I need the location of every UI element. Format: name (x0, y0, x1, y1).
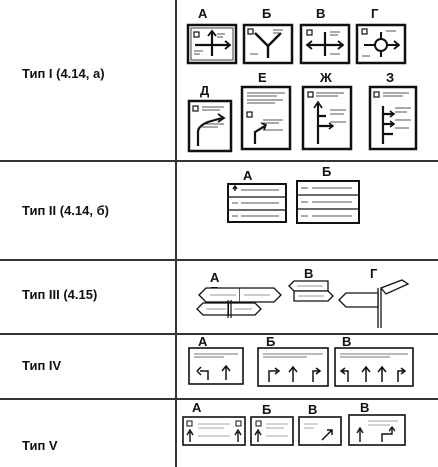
sign-type1-v (299, 23, 351, 65)
type5-letter-a: А (192, 400, 202, 415)
type4-letter-v: В (342, 334, 352, 349)
column-divider (175, 0, 177, 467)
type1-letter-z: З (386, 70, 395, 85)
sign-type5-v2 (348, 414, 406, 446)
type2-letter-a: А (243, 168, 253, 183)
row-divider-2 (0, 259, 438, 261)
row-divider-4 (0, 398, 438, 400)
sign-type1-z (368, 85, 418, 151)
sign-type4-v (334, 347, 414, 387)
type5-letter-v2: В (360, 400, 370, 415)
sign-type1-b (242, 23, 294, 65)
type3-letter-g: Г (370, 266, 378, 281)
sign-type5-b (250, 416, 294, 446)
sign-type3-b (196, 300, 262, 318)
row-label-type4: Тип IV (22, 358, 62, 373)
sign-type4-b (257, 347, 329, 387)
type1-letter-zh: Ж (320, 70, 332, 85)
type3-letter-a: А (210, 270, 220, 285)
sign-type1-g (355, 23, 407, 65)
type1-letter-b: Б (262, 6, 272, 21)
sign-type4-a (188, 347, 244, 385)
type5-letter-b: Б (262, 402, 272, 417)
sign-type1-e (240, 85, 292, 151)
type1-letter-a: А (198, 6, 208, 21)
row-label-type1: Тип I (4.14, а) (22, 66, 105, 81)
type1-letter-d: Д (200, 83, 210, 98)
row-label-type5: Тип V (22, 438, 58, 453)
type3-letter-v: В (304, 266, 314, 281)
sign-type1-zh (301, 85, 353, 151)
sign-type1-d (187, 99, 233, 153)
type5-letter-v1: В (308, 402, 318, 417)
row-divider-1 (0, 160, 438, 162)
sign-type5-a (182, 416, 246, 446)
row-label-type3: Тип III (4.15) (22, 287, 98, 302)
row-divider-3 (0, 333, 438, 335)
type4-letter-a: А (198, 334, 208, 349)
type2-letter-b: Б (322, 164, 332, 179)
sign-type2-b (296, 180, 360, 224)
sign-type5-v1 (298, 416, 342, 446)
type1-letter-v: В (316, 6, 326, 21)
type1-letter-e: Е (258, 70, 267, 85)
sign-type3-v (288, 280, 334, 302)
sign-type1-a (186, 23, 238, 65)
sign-type3-g (338, 279, 410, 328)
type4-letter-b: Б (266, 334, 276, 349)
sign-type2-a (227, 183, 287, 223)
type1-letter-g: Г (371, 6, 379, 21)
row-label-type2: Тип II (4.14, б) (22, 203, 109, 218)
sign-type3-a (198, 287, 282, 303)
